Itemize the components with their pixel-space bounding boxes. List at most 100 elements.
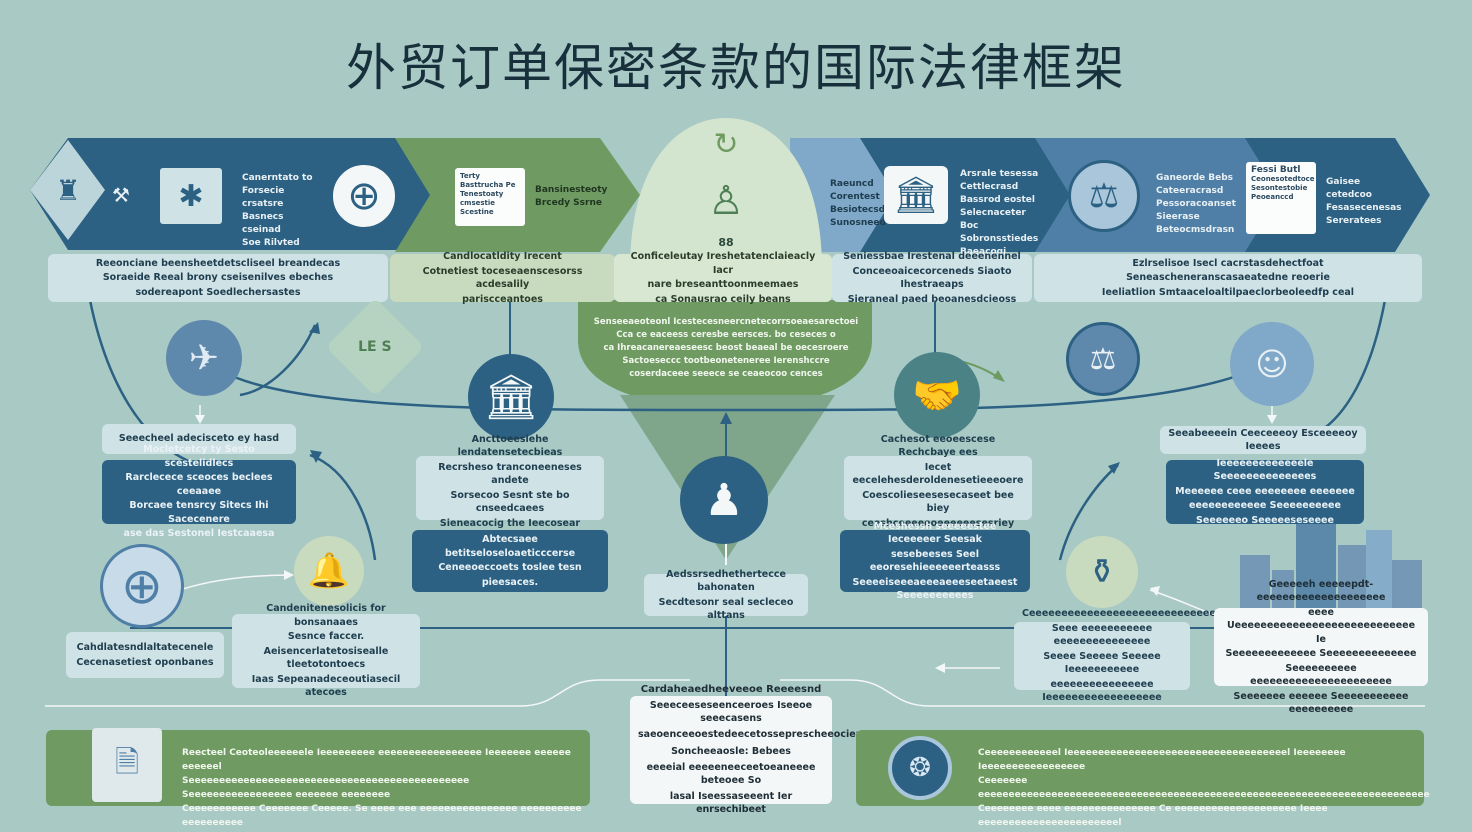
segment-3-line: Corentest: [830, 192, 880, 202]
left-label-2: Cahdlatesndlaltatecenele Cecenasetiest o…: [66, 632, 224, 678]
doc-line: Peoeanccd: [1251, 193, 1294, 201]
doc-line: Fessi Butl: [1251, 165, 1301, 175]
segment-4-line: Sobronsstiedes: [960, 234, 1039, 244]
info-line: Borcaee tensrcy Sitecs Ihi Sacecenere: [129, 500, 269, 525]
info-line: Coescolieseesesecaseet bee biey: [862, 489, 1014, 515]
legal-document: Fessi Butl Ceonesotedtoce Sesontestobie …: [1246, 162, 1316, 234]
info-line: Reeonciane beensheetdetscliseel breandec…: [95, 257, 341, 269]
info-line: Soraeide Reeal brony cseisenilves ebeche…: [102, 272, 334, 284]
bell-icon: 🔔: [294, 536, 364, 606]
info-line: Seniessbae Irestenal deeenennel: [843, 251, 1021, 262]
segment-6-line: Sereratees: [1326, 216, 1382, 226]
shield-line: Cca ce eaceess ceresbe eersces. bo cesec…: [616, 330, 836, 340]
center-green-shield: [578, 300, 872, 408]
courthouse-circle-icon: 🏛: [468, 354, 554, 440]
info-line: Ceeeeeeeeeeeeeeeeeeeeeeeeeeeeeeeeeeeel: [1022, 608, 1265, 620]
city-skyline: [1240, 520, 1422, 615]
segment-2-line: Bansinesteoty: [535, 185, 608, 195]
people-icon: ☺: [1230, 322, 1314, 406]
segment-3-line: Sunosneed: [830, 218, 886, 228]
segment-5-line: Pessoracoanset: [1156, 199, 1236, 209]
shield-line: Senseeaeoteonl Icestecesneercnetecorrsoe…: [593, 317, 859, 327]
right-white-card: Geeeeeh eeeeepdt- eeeeeeeeeeeeeeeeeeee e…: [1214, 579, 1428, 715]
panel-line: Seeeeeeeeeeeeeeeeeeeeeeeeeeeeeeeeeeeeeee…: [182, 776, 470, 800]
info-line: Cecenasetiest oponbanes: [76, 656, 214, 668]
info-line: sesebeeses Seel eeoresehieeeeeerteasss: [869, 548, 1001, 574]
info-line: Seeeeeeo Seeeeeseseeee: [1196, 514, 1334, 526]
panel-line: Ceeeeeeee eeee eeeeeeeeeeeeeee Ce eeeeee…: [978, 804, 1328, 828]
mid-left-box-2: Abtecsaee betitseloseloaeticccerse Cenee…: [412, 530, 608, 592]
card-line: Soncheeaosle: Bebees: [671, 746, 791, 758]
info-line: Geeeeeh eeeeepdt- eeeeeeeeeeeeeeeeeeee: [1256, 578, 1386, 604]
segment-3-line: Raeuncd: [830, 179, 874, 189]
info-line: Meeeeee ceee eeeeeeee eeeeeee: [1175, 485, 1355, 497]
segment-1-line: Soe Rilvted: [242, 238, 300, 248]
info-line: eeeeeeeeeeee Seeeeeeeeee: [1189, 500, 1341, 512]
panel-line: Ceeeeeeeeeee Ceeeeeee Ceeeee. Se eeee ee…: [182, 804, 582, 828]
info-line: Ezlrselisoe Isecl cacrstasdehectfoat: [1132, 257, 1324, 269]
mid-right-box-2: Mceshessh seeeeestee Ieceeeeer Seesak se…: [840, 521, 1030, 601]
bowl-icon: ⚱: [1066, 536, 1138, 608]
globe-large-icon: ⊕: [100, 544, 184, 628]
segment-3-line: Besiotecsd: [830, 205, 886, 215]
info-line: Conceeoaicecorceneds Siaoto Ihestraeaps: [852, 265, 1012, 291]
info-line: Ancttoeesiehe lendatensetecbieas: [457, 433, 563, 459]
doc-line: Ceonesotedtoce: [1251, 175, 1315, 183]
doc-line: Terty: [460, 172, 480, 180]
info-line: Rarclecece sceoces beclees ceeaaee: [125, 472, 273, 497]
left-text-box: Candenitenesolicis for bonsanaaes Sesnce…: [232, 603, 420, 698]
justice-figure-icon: ♙: [708, 178, 744, 224]
info-line: Sesnce faccer.: [287, 631, 365, 643]
courthouse-icon: 🏛: [884, 166, 948, 224]
segment-4-line: Cettlecrasd: [960, 182, 1019, 192]
segment-4-line: Baeacogi: [960, 247, 1007, 257]
bottom-right-panel: ❂ Ceeeeeeeeeeeel Ieeeeeeeeeeeeeeeeeeeeee…: [856, 730, 1430, 828]
info-line: Iecet eecelehesderoldenesetieeeoere: [852, 461, 1024, 487]
info-line: Seee eeeeeeeeeee eeeeeeeeeeeeeee: [1051, 622, 1153, 648]
chevron-segment-3: [790, 138, 905, 252]
le-chip-label: LE S: [358, 338, 392, 355]
left-label-1: Seeecheel adecisceto ey hasd: [102, 424, 296, 454]
doc-line: Tenestoaty: [460, 190, 504, 198]
info-line: Seeeeiseeeaeeeaeeeseetaeest Seeeeeeeeees: [852, 576, 1018, 602]
info-line: Mocletcetcy ty Sesto scestelidlecs: [143, 444, 255, 469]
segment-5-line: Sieerase: [1156, 212, 1200, 222]
refresh-icon: ↻: [713, 126, 739, 162]
center-dome: [630, 118, 822, 270]
scales-circle-icon: ⚖: [1066, 322, 1140, 396]
card-line: lasal Iseessaseeent Ier enrsechibeet: [669, 790, 793, 816]
contract-document: Terty Basttrucha Pe Tenestoaty cmsestie …: [455, 168, 525, 226]
info-line: nare breseanttoonmeemaes: [647, 279, 799, 290]
info-line: pieesaces.: [481, 576, 539, 588]
panel-line: Reecteel Ceoteoleeeeeele Ieeeeeeeee eeee…: [182, 748, 571, 772]
document-icon: 🗎: [92, 728, 162, 802]
doc-line: Sesontestobie: [1251, 184, 1308, 192]
left-dark-box: Mocletcetcy ty Sesto scestelidlecs Rarcl…: [102, 444, 296, 539]
info-line: Candenitenesolicis for bonsanaaes: [266, 603, 386, 628]
center-label-box: Aedssrsedhethertecce bahonaten Secdteson…: [644, 569, 808, 621]
info-line: ase das Sestonel Iestcaaesa: [123, 528, 275, 540]
card-line: saeoenceeoestedeecetosseprescheeocieas: [638, 728, 868, 740]
info-line: Ieeliatlion Smtaaceloaltilpaeclorbeoleed…: [1101, 286, 1355, 298]
info-line: Seeeeeeeeee eeeeeeeeeeeeeeeeeeeeee: [1250, 662, 1392, 688]
shield-line: ca Ihreacanereaeseesc beost beaeal be oe…: [603, 343, 849, 353]
lawyer-icon: ♟: [680, 456, 768, 544]
page-title: 外贸订单保密条款的国际法律框架: [346, 39, 1126, 97]
right-dark-box: Ieeeeeeeeeeeeele Seeeeeeeeeeeeees Meeeee…: [1166, 458, 1364, 526]
shield-line: coserdaceee seeece se ceaeocoo cences: [629, 369, 823, 379]
info-line: eeeeeeeeeeeeeeee Ieeeeeeeeeeeeeeeeee: [1042, 678, 1162, 704]
handshake-icon: 🤝: [894, 352, 980, 438]
info-line: Candlocatldity Irecent: [443, 251, 562, 262]
segment-4-line: Bassrod eostel: [960, 195, 1035, 205]
card-line: eeeeial eeeeeneeceetoeaneeee beteoee So: [646, 761, 816, 787]
info-line: Recrsheso tranconeeneses andete: [438, 461, 582, 487]
segment-4-line: Selecnaceter Boc: [960, 208, 1026, 231]
info-line: Abtecsaee betitseloseloaeticccerse: [444, 534, 576, 559]
doc-line: Basttrucha Pe: [460, 181, 516, 189]
globe-icon: ⊕: [330, 162, 398, 230]
info-line: Cotnetiest toceseaenscesorss acdesalily: [422, 265, 583, 291]
card-line: Seeeceeseseenceeroes Iseeoe seeecasens: [649, 699, 813, 725]
info-line: ca Sonausrao ceily beans: [655, 293, 791, 305]
info-box-right: Ezlrselisoe Isecl cacrstasdehectfoat Sen…: [1034, 254, 1422, 302]
